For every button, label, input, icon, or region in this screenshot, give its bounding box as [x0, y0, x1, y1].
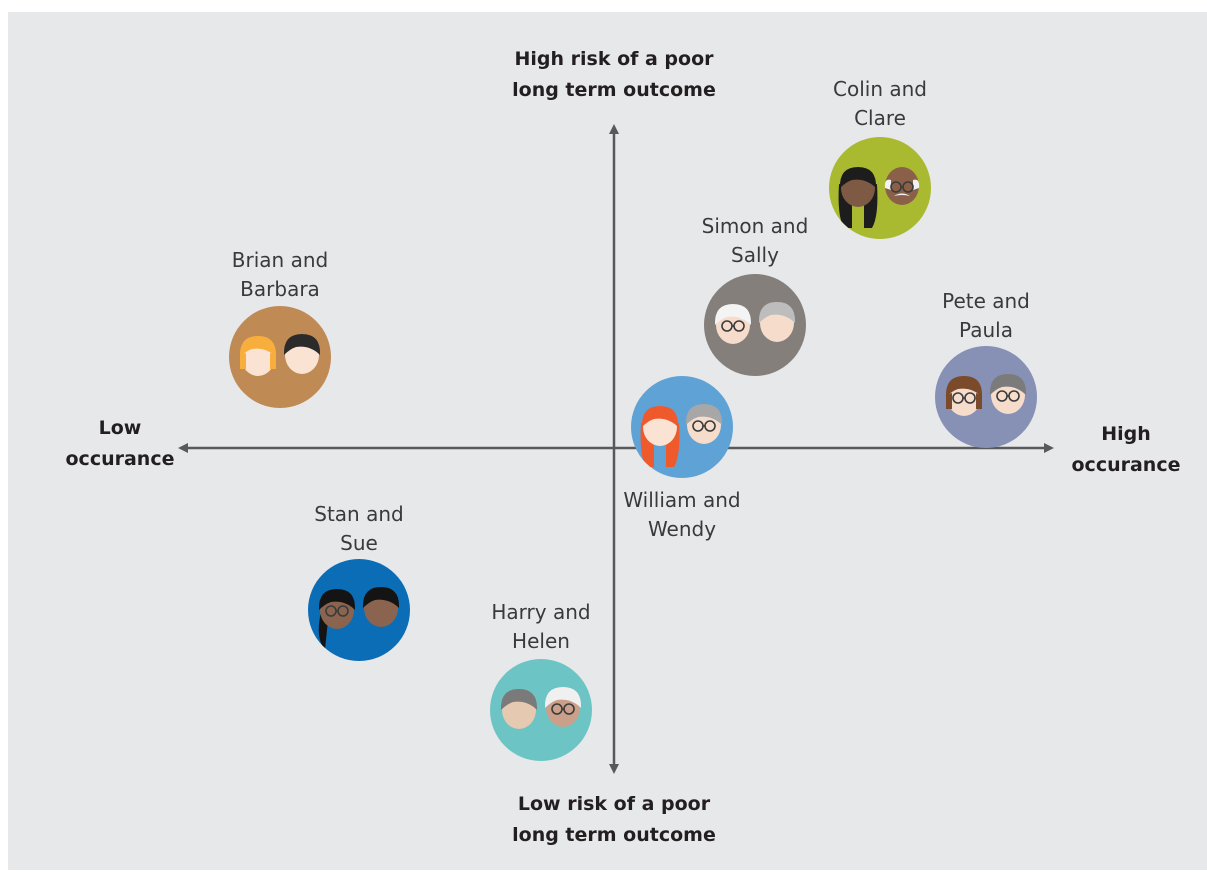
person-right-icon — [544, 687, 582, 727]
couple-avatar-circle — [308, 559, 410, 661]
axis-label-top: High risk of a poor long term outcome — [512, 48, 716, 101]
couple-label-harry-helen: Harry and Helen — [491, 600, 591, 653]
couple-colin-clare-icon — [829, 137, 931, 239]
person-left-icon — [318, 589, 356, 650]
couple-label-simon-sally: Simon and Sally — [701, 214, 809, 267]
axis-label-left: Low occurance — [65, 417, 175, 470]
glasses-icon — [952, 392, 976, 404]
couple-brian-barbara-icon — [229, 306, 331, 408]
glasses-icon — [325, 605, 349, 617]
person-left-icon — [239, 336, 277, 376]
person-right-icon — [884, 167, 920, 205]
person-left-icon — [714, 304, 752, 344]
couple-stan-sue-icon — [308, 559, 410, 661]
person-left-icon — [640, 406, 680, 467]
couples-layer — [229, 137, 1037, 761]
couple-avatar-circle — [935, 346, 1037, 448]
couple-simon-sally-icon — [704, 274, 806, 376]
couple-avatar-circle — [704, 274, 806, 376]
glasses-icon — [721, 320, 745, 332]
person-left-icon — [500, 689, 538, 729]
person-right-icon — [362, 587, 400, 627]
axis-label-right: High occurance — [1071, 423, 1181, 476]
person-right-icon — [283, 334, 321, 374]
couple-avatar-circle — [829, 137, 931, 239]
couple-avatar-circle — [631, 376, 733, 478]
couple-harry-helen-icon — [490, 659, 592, 761]
couple-label-colin-clare: Colin and Clare — [833, 77, 927, 130]
couple-label-pete-paula: Pete and Paula — [942, 289, 1030, 342]
person-right-icon — [758, 302, 796, 342]
couple-label-stan-sue: Stan and Sue — [314, 502, 404, 555]
couple-william-wendy-icon — [631, 376, 733, 478]
glasses-icon — [890, 181, 914, 193]
glasses-icon — [551, 703, 575, 715]
person-left-icon — [945, 376, 983, 416]
glasses-icon — [996, 390, 1020, 402]
couple-avatar-circle — [490, 659, 592, 761]
couple-label-brian-barbara: Brian and Barbara — [231, 248, 329, 301]
couple-label-william-wendy: William and Wendy — [623, 488, 741, 541]
person-right-icon — [685, 404, 723, 444]
person-right-icon — [989, 374, 1027, 414]
couple-pete-paula-icon — [935, 346, 1037, 448]
axis-label-bottom: Low risk of a poor long term outcome — [512, 793, 716, 846]
glasses-icon — [692, 420, 716, 432]
person-left-icon — [838, 167, 878, 228]
couple-avatar-circle — [229, 306, 331, 408]
